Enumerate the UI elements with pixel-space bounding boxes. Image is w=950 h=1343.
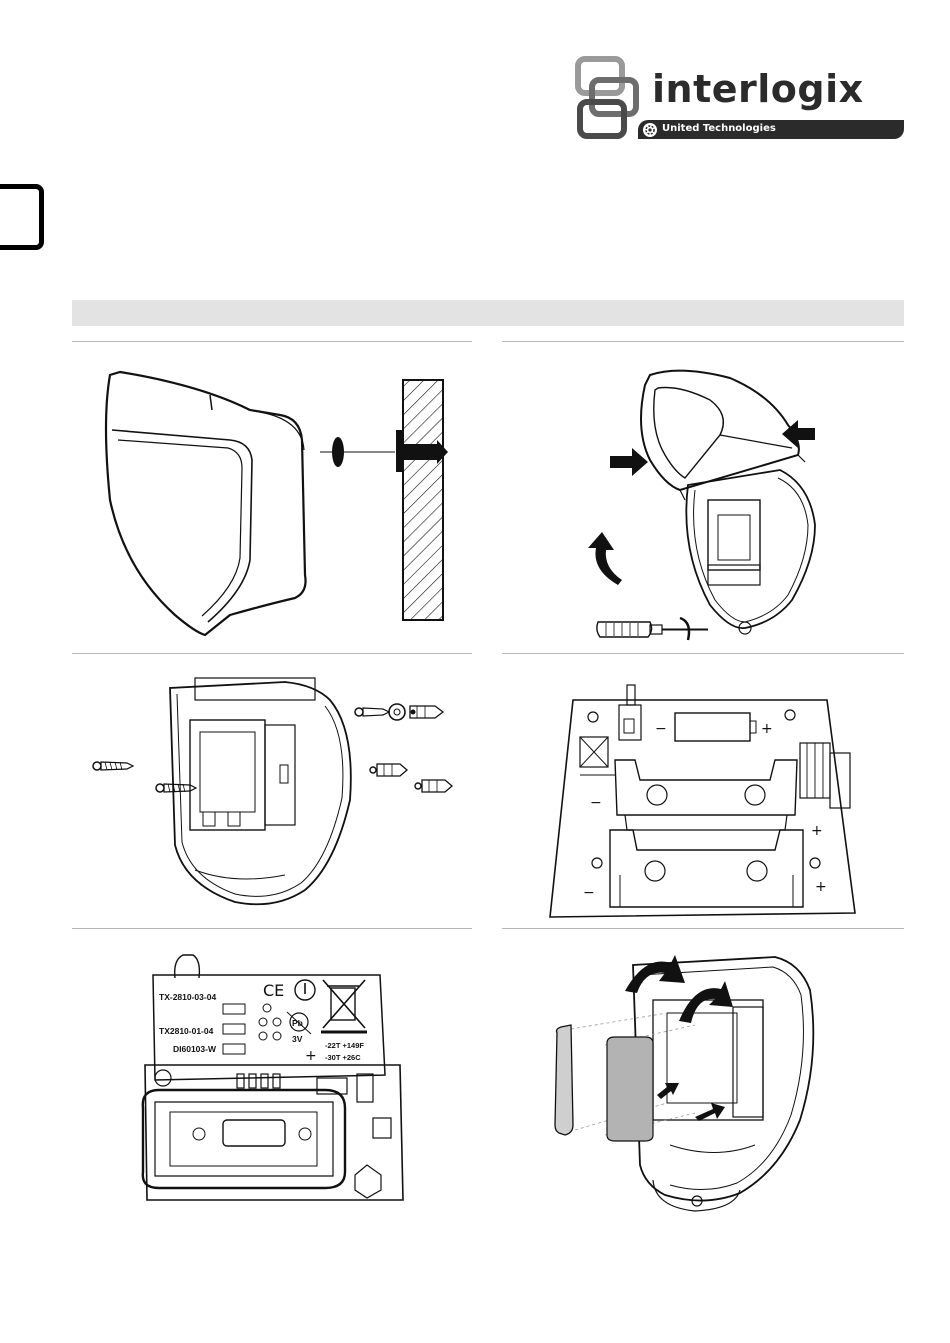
minus-symbol: − [583,885,595,901]
battery-door-icon [555,1025,573,1135]
figure-open-cover [570,360,830,645]
rule-row3-left [72,928,472,929]
rule-row2-right [502,653,904,654]
temp-fahrenheit-label: -22T +149F [325,1041,364,1050]
battery-icon [607,1037,653,1141]
wall-plug-icon [370,764,407,776]
screw-washer-plug-icon [355,704,443,720]
figure-wall-mounting [90,360,460,645]
temp-celsius-label: -30T +26C [325,1053,361,1062]
rule-row1-right [502,341,904,342]
interlocking-squares-logo [574,56,646,142]
minus-symbol: − [590,795,602,811]
arrow-icon [657,1083,679,1099]
brand-tagline: United Technologies [662,123,776,134]
rule-row1-left [72,341,472,342]
arrow-right-icon [610,448,648,476]
rule-row3-right [502,928,904,929]
washer-icon [332,437,344,467]
screwdriver-icon [597,618,708,640]
wall-icon [403,380,443,620]
screw-icon [93,762,133,770]
voltage-label: 3V [292,1034,303,1044]
plus-symbol: + [811,823,823,839]
pb-label: Pb [292,1018,303,1028]
ce-mark: CE [263,981,284,1000]
figure-battery-insertion [545,945,860,1215]
curved-arrow-icon [679,981,733,1023]
detector-body [106,372,306,635]
brand-tagline-bar: United Technologies [638,120,904,139]
label-tx-2810-03-04: TX-2810-03-04 [159,992,216,1002]
plus-symbol: + [305,1048,317,1064]
label-di60103-w: DI60103-W [173,1044,217,1054]
section-header-band [72,300,904,326]
language-tab-icon [0,184,44,250]
wall-plug-icon [415,780,452,792]
minus-symbol: − [655,721,667,737]
brand-logo: interlogix United Technologies [574,56,906,142]
label-tx2810-01-04: TX2810-01-04 [159,1026,214,1036]
curved-arrow-icon [588,532,622,585]
plus-symbol: + [815,879,827,895]
rule-row2-left [72,653,472,654]
figure-circuit-board: − + − + − + [545,675,860,920]
arrow-icon [695,1103,725,1121]
figure-mounting-screws [85,670,460,915]
plus-symbol: + [761,721,773,737]
united-technologies-icon [642,122,658,138]
weee-bin-icon [321,980,367,1032]
brand-name: interlogix [652,70,864,108]
figure-board-labels: TX-2810-03-04 TX2810-01-04 DI60103-W CE … [135,950,410,1205]
